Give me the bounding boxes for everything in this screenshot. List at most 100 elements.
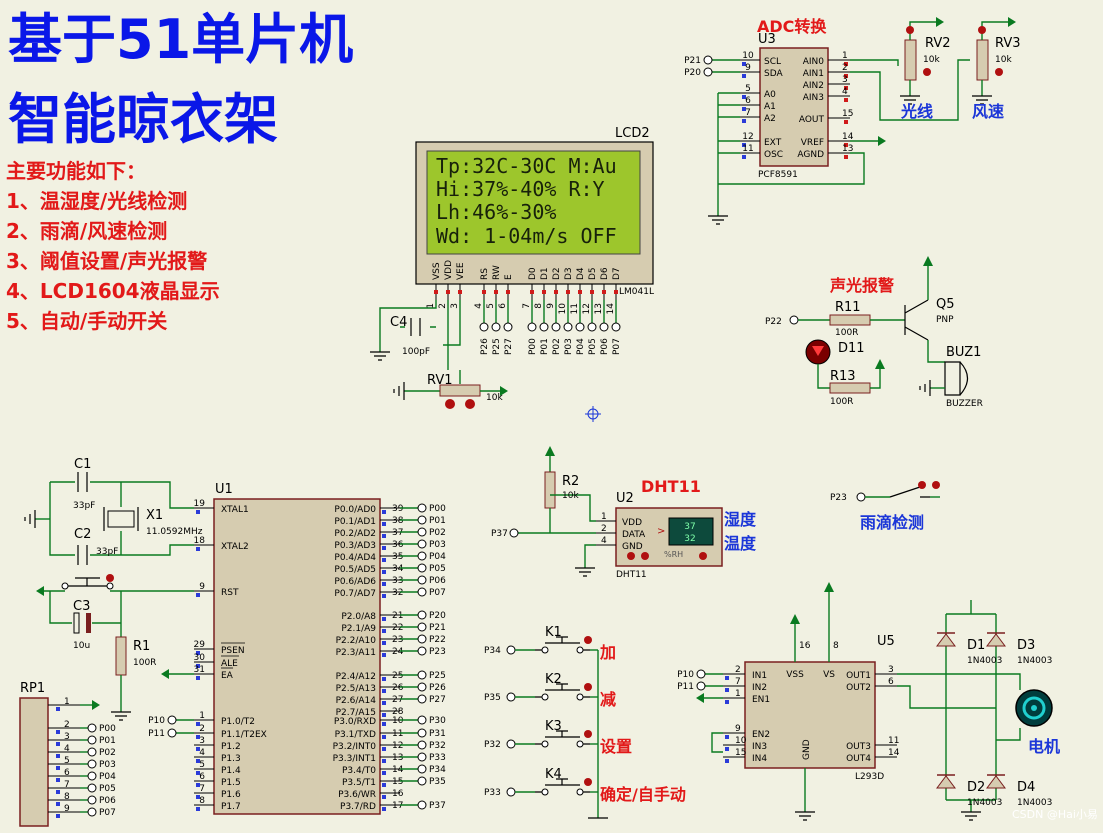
rp1-pin-number: 5 [64,756,70,766]
pin-marker [844,98,848,102]
pin-marker [458,290,462,294]
mcu-pin-number: 10 [392,716,404,726]
pin-marker [554,290,558,294]
crosshair-icon [585,406,601,422]
pin-marker [382,558,386,562]
lcd-pin-number: 13 [594,303,604,314]
r2-ref: R2 [562,474,579,489]
c3-value: 10u [73,641,90,651]
mcu-chip [213,498,381,815]
rp1-pin-number: 7 [64,780,70,790]
net-label: P20 [429,611,446,621]
pin-marker [196,651,200,655]
lcd-pin-number: 5 [486,303,496,309]
net-label: P02 [99,748,116,758]
net-label: P27 [429,695,446,705]
c2-value: 33pF [96,547,118,557]
net-label: P10 [677,670,694,680]
pin-marker [725,688,729,692]
pin-marker [844,120,848,124]
buzzer-part: BUZZER [946,399,983,409]
lcd-pin-number: 14 [606,303,616,315]
net-terminal [417,587,427,597]
net-label: P33 [429,753,446,763]
driver-pin-name: EN1 [752,695,770,705]
alarm-net: P22 [765,317,782,327]
mcu-pin-number: 36 [392,540,404,550]
rain-label: 雨滴检测 [860,513,924,532]
driver-pin-name: GND [802,739,812,760]
mcu-pin-name: P0.5/AD5 [334,565,376,575]
net-label: P01 [99,736,116,746]
net-terminal [527,322,537,332]
pin-marker [542,290,546,294]
dht-pin-name: VDD [622,518,642,528]
pin-marker [196,676,200,680]
feature-item: 1、温湿度/光线检测 [6,189,187,213]
mcu-pin-number: 18 [194,536,206,546]
pin-marker [434,290,438,294]
net-label: P05 [429,564,446,574]
rv2-ref: RV2 [925,36,951,51]
rain-net: P23 [830,493,847,503]
pin-marker [382,641,386,645]
net-terminal [417,694,427,704]
pin-marker [196,547,200,551]
lcd-pin-name: D0 [528,267,538,280]
driver-pin-name: IN4 [752,754,767,764]
pin-marker [382,747,386,751]
reset-section: C3 10u R1 100R [36,574,194,721]
mcu-pin-name: P2.4/A12 [336,672,376,682]
rp1-pin-number: 6 [64,768,70,778]
pin-marker [196,593,200,597]
pin-marker [56,754,60,758]
feature-item: 2、雨滴/风速检测 [6,219,167,243]
pin-marker [382,546,386,550]
pin-marker [844,86,848,90]
pin-marker [382,677,386,681]
driver-pin-number: 11 [888,736,899,746]
mcu-pin-number: 9 [199,582,205,592]
net-terminal [599,322,609,332]
mcu-pin-name: P3.5/T1 [342,778,376,788]
adc-pin-number: 15 [842,109,853,119]
pin-marker [196,759,200,763]
pin-marker [56,742,60,746]
adc-pin-name: AIN2 [803,81,824,91]
rp1-ref: RP1 [20,681,45,696]
net-label: P07 [429,588,446,598]
net-terminal [417,752,427,762]
net-terminal [539,322,549,332]
rp1-pin-number: 4 [64,744,70,754]
x1-value: 11.0592MHz [146,527,203,537]
key-label: 设置 [600,737,632,756]
mcu-pin-number: 33 [392,576,403,586]
key-net: P35 [484,693,501,703]
pin-marker [382,689,386,693]
pin-marker [742,74,746,78]
driver-pin-name: IN2 [752,683,767,693]
pin-marker [742,155,746,159]
alarm-label: 声光报警 [829,276,894,295]
r11-value: 100R [835,328,858,338]
net-terminal [87,807,97,817]
net-label: P34 [429,765,446,775]
pin-marker [382,522,386,526]
net-terminal [551,322,561,332]
mcu-pin-name: P3.6/WR [338,790,376,800]
diode-part: 1N4003 [1017,798,1052,808]
net-label: P00 [429,504,446,514]
net-terminal [491,322,501,332]
crystal-section: C1 33pF C2 33pF X1 11.0592MHz [24,457,203,565]
dht-label-humidity: 湿度 [723,510,757,529]
mcu-pin-number: 27 [392,695,403,705]
pin-marker [614,290,618,294]
alarm-section: 声光报警 P22 R11 100R Q5 PNP D11 R13 100R BU… [765,256,983,409]
net-label: P37 [429,801,446,811]
pin-marker [382,594,386,598]
